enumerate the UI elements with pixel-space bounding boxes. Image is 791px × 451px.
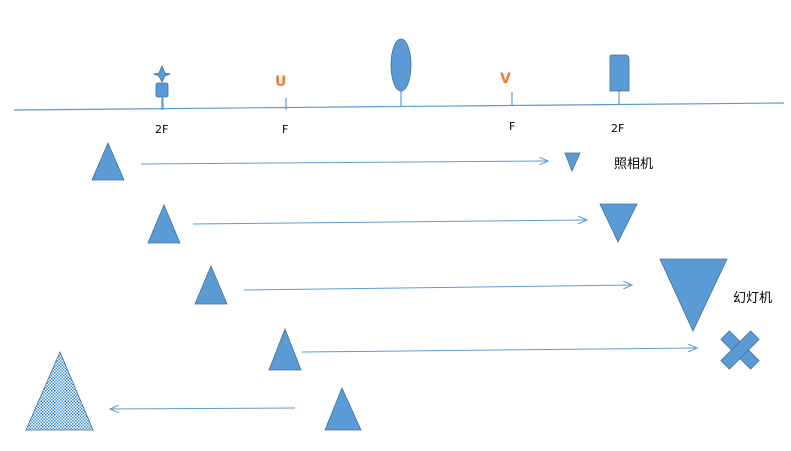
axis-label-right-f: F — [509, 120, 516, 133]
axis-label-left-2f: 2F — [155, 123, 169, 136]
object-triangle-row5 — [324, 386, 362, 431]
camera-label: 照相机 — [614, 157, 654, 172]
arrow-row5 — [110, 408, 296, 409]
axis-label-left-f: F — [282, 123, 289, 136]
object-triangle-row1 — [91, 141, 125, 181]
object-triangle-row4 — [268, 327, 302, 371]
object-triangle-row2 — [147, 203, 181, 244]
virtual-image-triangle — [25, 350, 94, 431]
arrow-row2 — [192, 220, 587, 225]
candle-icon — [152, 64, 172, 110]
principal-axis — [13, 102, 785, 111]
arrow-row4 — [301, 348, 697, 353]
image-triangle-row3 — [659, 258, 728, 332]
screen-icon — [609, 54, 630, 92]
convex-lens-icon — [390, 38, 412, 106]
arrow-row1 — [140, 161, 548, 164]
image-triangle-row2 — [599, 203, 638, 243]
arrow-row3 — [243, 285, 632, 291]
image-triangle-row1 — [564, 152, 581, 173]
axis-label-right-2f: 2F — [611, 122, 625, 135]
object-triangle-row3 — [194, 264, 228, 305]
projector-label: 幻灯机 — [733, 291, 773, 306]
focus-letter-u: U — [275, 74, 287, 90]
focus-letter-v: V — [500, 71, 511, 87]
no-image-x-icon — [720, 330, 760, 370]
